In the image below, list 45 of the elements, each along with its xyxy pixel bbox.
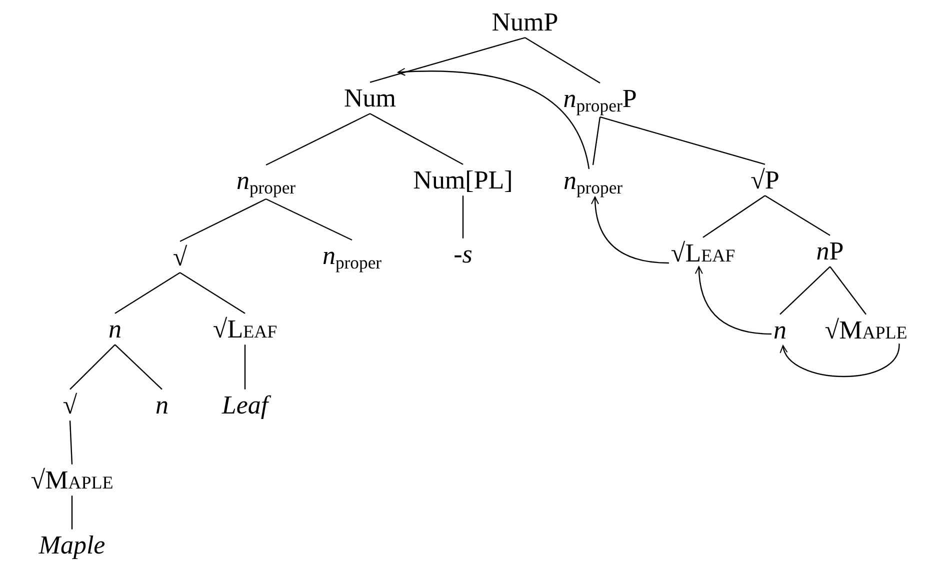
tree-node-label: √ <box>62 391 78 419</box>
tree-node-label: nP <box>816 237 844 265</box>
tree-branch-line <box>780 266 830 315</box>
tree-branch-line <box>266 198 352 241</box>
tree-branch-line <box>830 266 866 315</box>
tree-node-label: Num <box>344 84 396 112</box>
tree-node-label: n$_{proper}$ <box>322 242 382 272</box>
tree-node-label: √Leaf <box>670 239 736 267</box>
movement-arrow <box>781 344 900 378</box>
tree-node-label: -s <box>454 240 472 268</box>
tree-branch-line <box>370 113 464 165</box>
movement-arrow <box>591 196 669 264</box>
tree-node-label: n$_{proper}$ <box>236 167 296 197</box>
tree-branch-line <box>180 272 246 314</box>
tree-node-label: n$_{proper}$ <box>563 167 623 197</box>
tree-branch-line <box>524 37 600 84</box>
tree-branch-line <box>764 195 830 236</box>
tree-branch-line <box>592 116 601 166</box>
tree-branch-line <box>69 420 73 464</box>
tree-node-label: NumP <box>492 8 558 36</box>
tree-node-label: n <box>774 316 786 344</box>
tree-node-label: Maple <box>38 531 106 559</box>
tree-node-label: n$_{proper}$P <box>563 85 637 115</box>
tree-node-label: √Leaf <box>212 315 278 343</box>
movement-arrow <box>398 68 590 170</box>
tree-branch-line <box>702 195 766 238</box>
tree-node-label: n <box>156 391 168 419</box>
tree-branch-line <box>114 344 162 390</box>
tree-branch-line <box>600 116 766 165</box>
tree-branch-line <box>70 344 116 390</box>
movement-arrow <box>695 266 772 335</box>
tree-branch-line <box>71 496 73 530</box>
tree-branch-line <box>114 272 180 314</box>
tree-node-label: Num[PL] <box>413 166 513 194</box>
tree-node-label: √ <box>172 243 188 271</box>
tree-node-label: n <box>108 315 122 343</box>
tree-branch-line <box>244 344 246 390</box>
tree-node-label: √Maple <box>30 466 114 494</box>
tree-branch-line <box>180 198 266 242</box>
tree-branch-line <box>266 113 370 166</box>
tree-node-label: Leaf <box>222 391 268 419</box>
tree-branch-line <box>370 37 526 83</box>
tree-node-label: √Maple <box>824 316 908 344</box>
tree-branch-line <box>462 196 464 238</box>
tree-node-label: √P <box>750 166 780 194</box>
